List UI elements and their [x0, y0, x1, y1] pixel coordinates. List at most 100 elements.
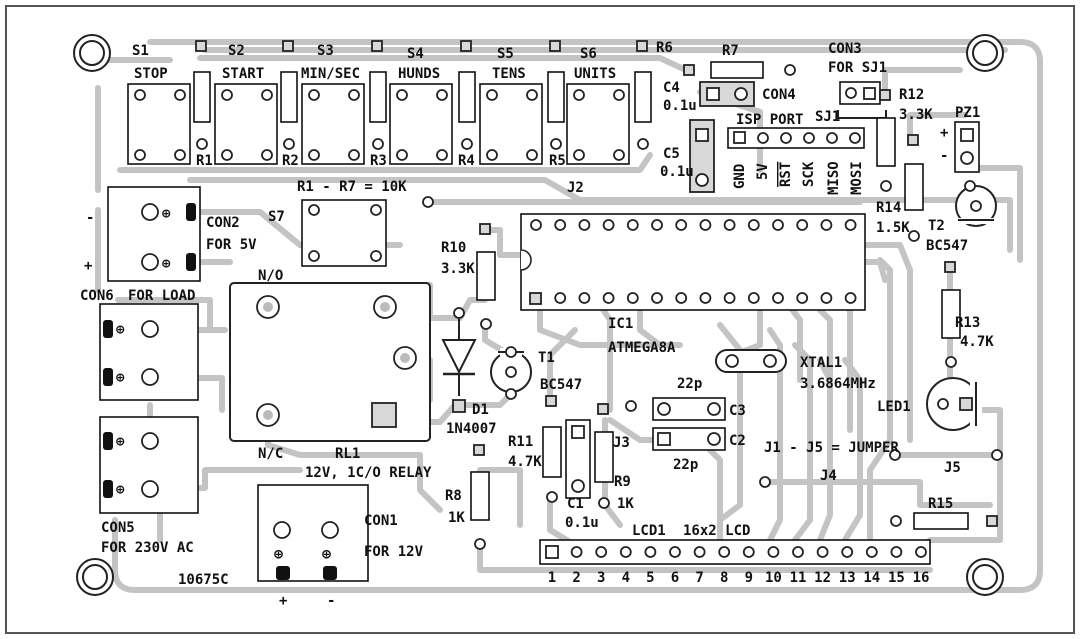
- switch-s7: [301, 199, 387, 267]
- label-j2: J2: [567, 180, 584, 196]
- resistor-r8: [470, 444, 490, 550]
- switch-s3: [301, 83, 365, 165]
- label-con3: CON3: [828, 41, 862, 57]
- label-con4: CON4: [762, 87, 796, 103]
- lcd-pin-number: 2: [572, 570, 580, 586]
- label-isp-gnd: GND: [732, 164, 748, 189]
- resistor-r10: [476, 223, 496, 330]
- label-c1-value: 0.1u: [565, 515, 599, 531]
- crystal-xtal1: [715, 349, 787, 373]
- lcd-pin-pad: [841, 546, 854, 558]
- lcd-header: [539, 539, 931, 565]
- label-r8: R8: [445, 488, 462, 504]
- ic-pin-pad: [554, 292, 567, 304]
- j5-pad: [991, 449, 1003, 461]
- label-j4: J4: [820, 468, 837, 484]
- label-con1-minus: -: [327, 593, 335, 609]
- label-r15: R15: [928, 496, 953, 512]
- label-isp-mosi: MOSI: [849, 161, 865, 195]
- label-isp-port: ISP PORT: [736, 112, 803, 128]
- isp-port: [727, 127, 865, 149]
- lcd-pin-number: 6: [671, 570, 679, 586]
- switch-s2: [214, 83, 278, 165]
- lcd-pin-pad: [570, 546, 583, 558]
- label-con1: CON1: [364, 513, 398, 529]
- resistor-r3: [369, 40, 387, 150]
- ic-pin-pad: [820, 292, 833, 304]
- label-r3: R3: [370, 153, 387, 169]
- buzzer-pz1: [954, 121, 980, 173]
- ic-pin-pad: [747, 219, 760, 231]
- lcd-pin-pad: [545, 545, 559, 559]
- j3-pad: [625, 400, 637, 412]
- resistor-r12: [876, 89, 896, 192]
- label-s3: S3: [317, 43, 334, 59]
- lcd-pin-pad: [767, 546, 780, 558]
- label-con6-note: FOR LOAD: [128, 288, 195, 304]
- label-c4-value: 0.1u: [663, 98, 697, 114]
- label-c2-value: 22p: [673, 457, 698, 473]
- label-tens: TENS: [492, 66, 526, 82]
- ic-pin-pad: [723, 219, 736, 231]
- lcd-pin-number: 16: [913, 570, 930, 586]
- j1-j5-pad: [889, 449, 901, 461]
- resistor-r1: [193, 40, 211, 150]
- label-con2: CON2: [206, 215, 240, 231]
- label-pz-minus: -: [940, 148, 948, 164]
- transistor-t2: [955, 180, 997, 227]
- resistor-r11: [542, 395, 562, 503]
- resistor-r9: [594, 403, 614, 509]
- j4-pad: [759, 476, 771, 488]
- switch-s5: [479, 83, 543, 165]
- label-con1-plus: +: [279, 593, 287, 609]
- ic-pin-pad: [651, 219, 663, 231]
- label-isp-5v: 5V: [755, 163, 771, 180]
- lcd-pin-pad: [890, 546, 903, 558]
- diode-d1: [441, 307, 477, 413]
- label-minsec: MIN/SEC: [301, 66, 360, 82]
- j2-pad: [422, 196, 434, 208]
- label-xtal1: XTAL1: [800, 355, 842, 371]
- lcd-pin-pad: [595, 546, 608, 558]
- lcd-pin-pad: [865, 546, 878, 558]
- lcd-pin-number: 13: [839, 570, 856, 586]
- ic-pin-pad: [699, 219, 712, 231]
- ic-pin-pad: [747, 292, 760, 304]
- lcd-pin-number: 15: [888, 570, 905, 586]
- label-c2: C2: [729, 433, 746, 449]
- lcd-pin-pad: [915, 546, 927, 558]
- resistor-r15: [890, 512, 998, 530]
- label-led1: LED1: [877, 399, 911, 415]
- lcd-pin-number: 12: [814, 570, 831, 586]
- lcd-pin-number: 14: [863, 570, 880, 586]
- label-c4: C4: [663, 80, 680, 96]
- lcd-pin-pad: [693, 546, 706, 558]
- ic-pin-pad: [651, 292, 663, 304]
- label-stop: STOP: [134, 66, 168, 82]
- label-r12-value: 3.3K: [899, 107, 933, 123]
- label-sj1: SJ1: [815, 109, 840, 125]
- ic-pin-pad: [530, 219, 542, 231]
- label-d1: D1: [472, 402, 489, 418]
- label-con5-note: FOR 230V AC: [101, 540, 194, 556]
- switch-s6: [566, 83, 630, 165]
- resistor-r13: [941, 261, 961, 368]
- plus-icon: ⊕: [116, 322, 125, 338]
- label-r14-value: 1.5K: [876, 220, 910, 236]
- label-r13: R13: [955, 315, 980, 331]
- label-r6: R6: [656, 40, 673, 56]
- label-j3: J3: [613, 435, 630, 451]
- label-start: START: [222, 66, 264, 82]
- label-ic1: IC1: [608, 316, 633, 332]
- label-r12: R12: [899, 87, 924, 103]
- lcd-pin-pad: [644, 546, 657, 558]
- label-s6: S6: [580, 46, 597, 62]
- ic-pin-pad: [796, 292, 809, 304]
- label-r1: R1: [196, 153, 213, 169]
- switch-s4: [389, 83, 453, 165]
- resistor-r2: [280, 40, 298, 150]
- mount-hole-icon: [972, 564, 998, 590]
- relay-rl1: [229, 282, 431, 442]
- ic-pin-pad: [626, 219, 639, 231]
